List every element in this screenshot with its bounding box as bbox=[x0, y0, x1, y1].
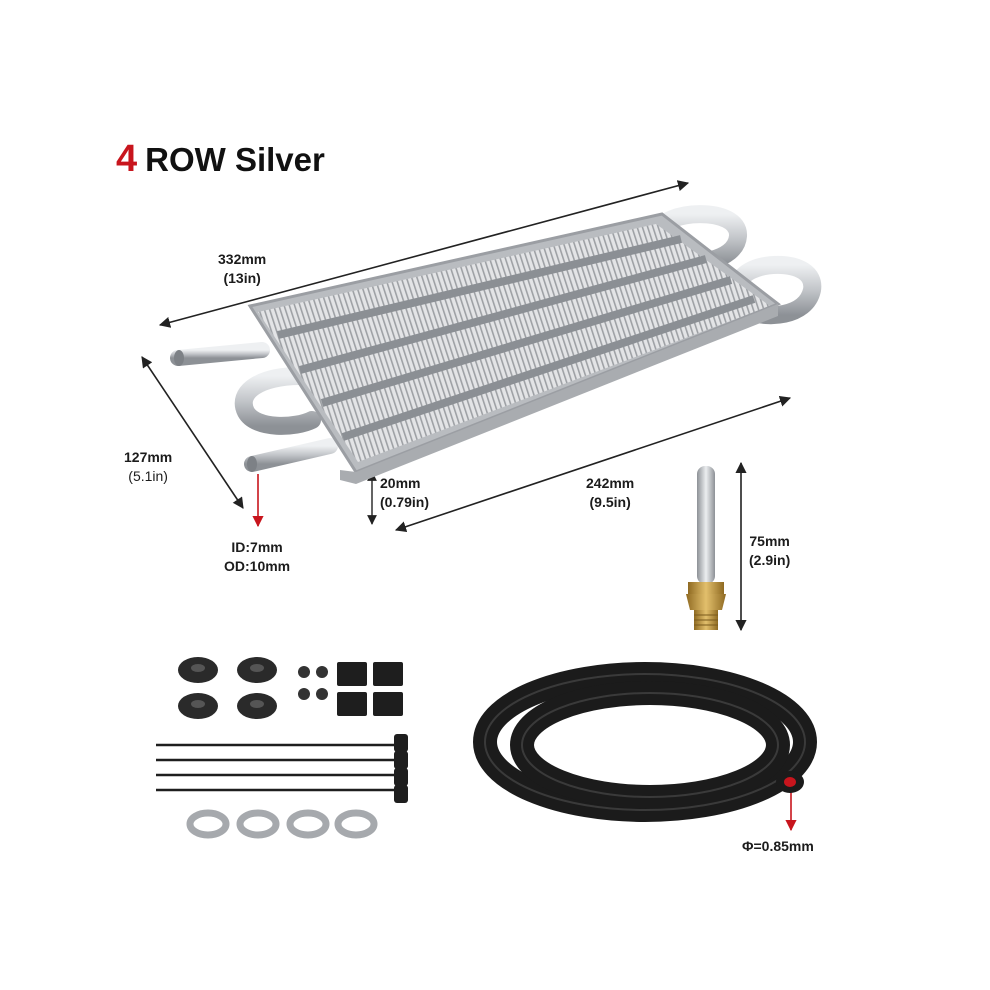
core-length-label: 242mm (9.5in) bbox=[586, 474, 634, 512]
thickness-inch: (0.79in) bbox=[380, 494, 430, 510]
core-length-inch: (9.5in) bbox=[589, 494, 631, 510]
width-label: 127mm (5.1in) bbox=[124, 448, 172, 486]
width-mm: 127mm bbox=[124, 449, 173, 465]
core-length-dimension-line bbox=[394, 395, 792, 533]
tube-diameter-label: ID:7mm OD:10mm bbox=[224, 538, 290, 576]
transmission-cooler bbox=[170, 205, 822, 484]
width-inch: (5.1in) bbox=[128, 468, 168, 484]
fitting-height-label: 75mm (2.9in) bbox=[749, 532, 790, 570]
tube-outer-diameter: OD:10mm bbox=[224, 558, 291, 574]
fitting-height-mm: 75mm bbox=[749, 533, 790, 549]
hose-diameter-label: Φ=0.85mm bbox=[742, 838, 814, 854]
core-length-mm: 242mm bbox=[586, 475, 635, 491]
thickness-mm: 20mm bbox=[380, 475, 421, 491]
thickness-label: 20mm (0.79in) bbox=[380, 474, 429, 512]
width-dimension-line bbox=[141, 356, 244, 509]
brass-fitting bbox=[686, 466, 726, 630]
tube-inner-diameter: ID:7mm bbox=[231, 539, 283, 555]
title-text: ROW Silver bbox=[145, 141, 325, 178]
fitting-height-inch: (2.9in) bbox=[749, 552, 791, 568]
title-number: 4 bbox=[116, 138, 138, 180]
mounting-rods bbox=[156, 743, 396, 792]
length-inch: (13in) bbox=[223, 270, 261, 286]
mounting-pads bbox=[178, 657, 403, 719]
dimension-lines bbox=[141, 180, 797, 832]
hose-clamps bbox=[186, 809, 378, 839]
length-dimension-line bbox=[158, 180, 690, 328]
length-label: 332mm (13in) bbox=[218, 250, 266, 288]
length-mm: 332mm bbox=[218, 251, 267, 267]
